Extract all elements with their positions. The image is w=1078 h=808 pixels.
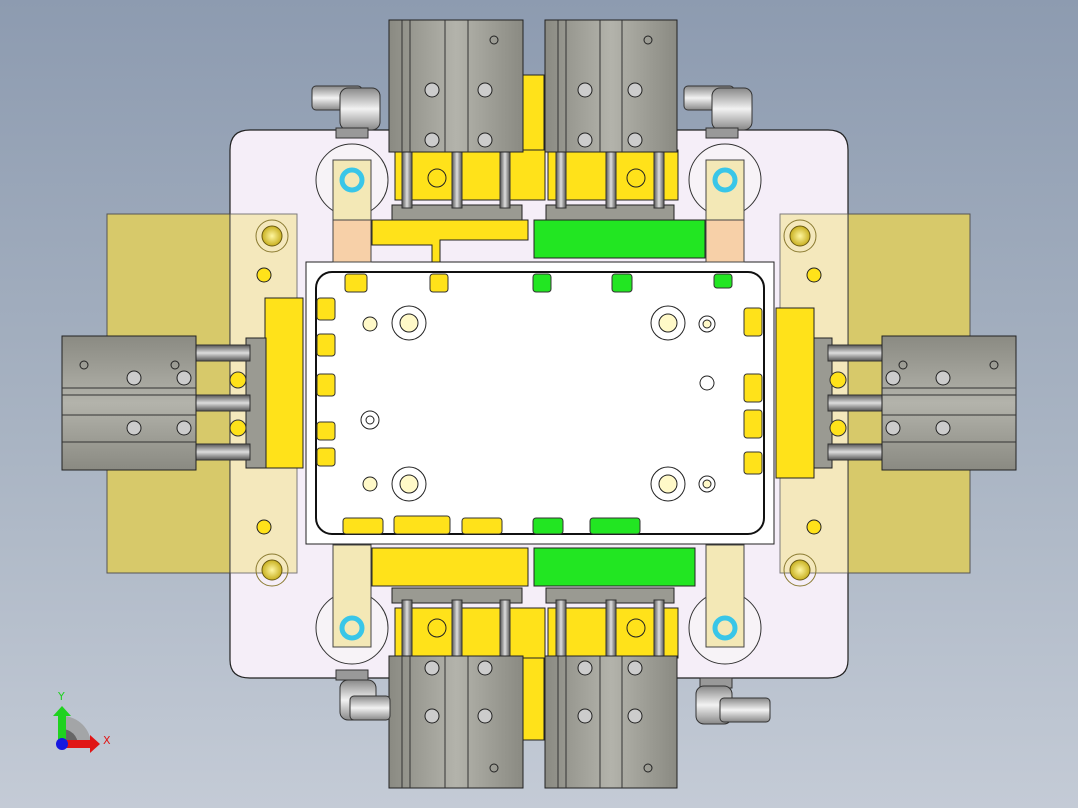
cylinder-right (827, 335, 1017, 471)
cylinder-top-right (544, 19, 678, 209)
air-fitting-bottom-left (335, 669, 391, 721)
y-axis-arrow (53, 706, 71, 745)
cylinder-left (61, 335, 251, 471)
coordinate-triad[interactable]: X Y (53, 690, 111, 753)
clamp-brackets (315, 143, 762, 665)
side-bolts (255, 219, 822, 587)
air-fitting-bottom-right (695, 677, 771, 725)
pcb-nest (305, 261, 775, 545)
air-fitting-top-left (311, 85, 381, 139)
air-fitting-top-right (683, 85, 753, 139)
cylinder-top-left (388, 19, 524, 209)
cylinder-bottom-right (544, 599, 678, 789)
x-axis-label: X (103, 734, 111, 747)
cylinder-bottom-left (388, 599, 524, 789)
jaw-right (775, 307, 833, 479)
x-axis-arrow (62, 735, 100, 753)
origin-point (56, 738, 68, 750)
y-axis-label: Y (57, 690, 65, 703)
